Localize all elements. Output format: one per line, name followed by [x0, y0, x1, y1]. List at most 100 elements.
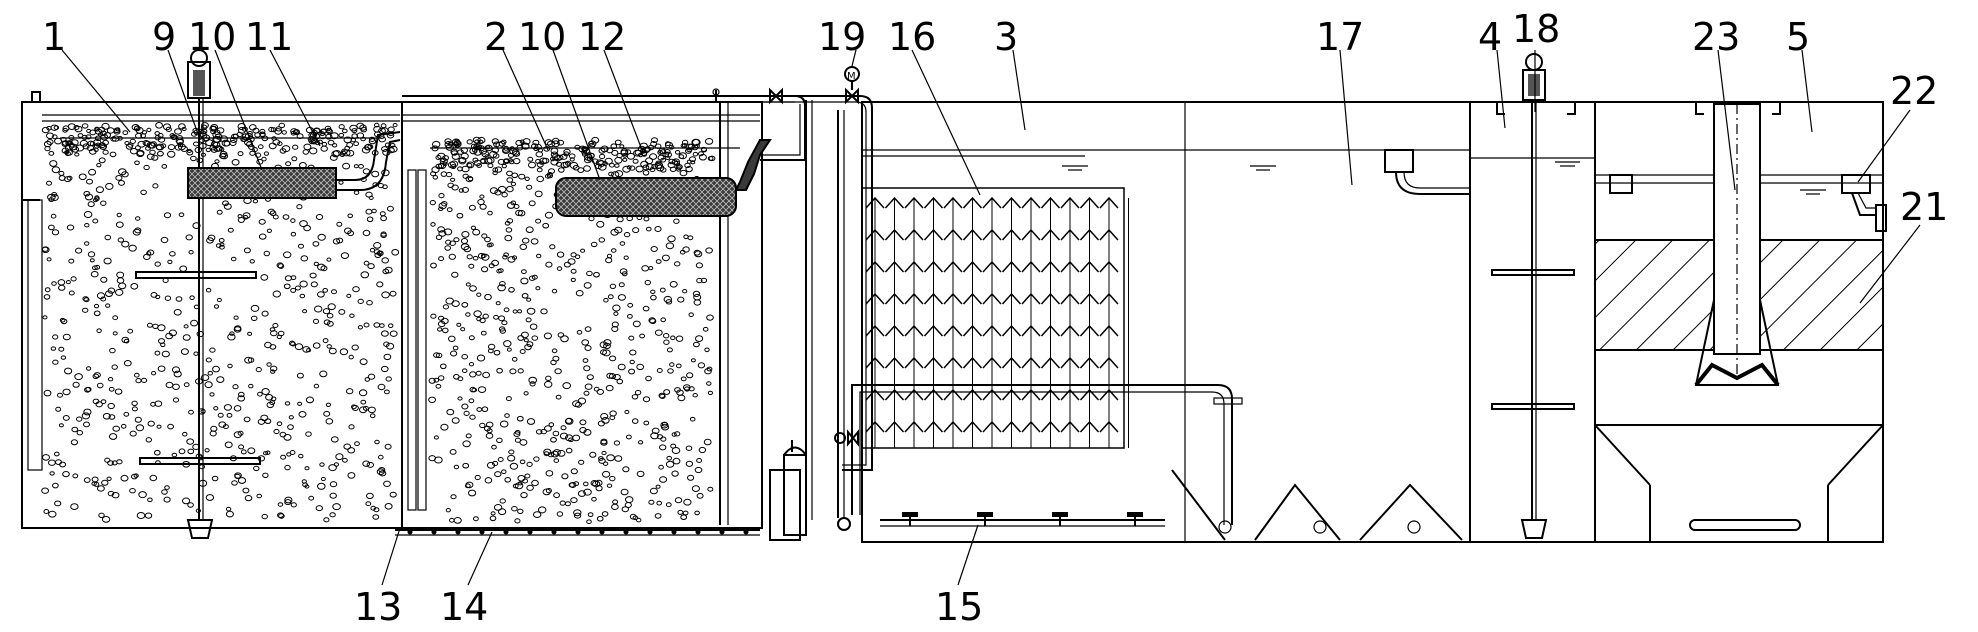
media-particle: [117, 237, 125, 243]
media-particle: [581, 149, 588, 155]
media-particle: [258, 233, 267, 240]
media-particle: [72, 381, 80, 388]
media-particle: [347, 472, 356, 479]
media-particle: [268, 142, 277, 150]
media-particle: [613, 311, 619, 316]
media-particle: [43, 509, 50, 514]
media-particle: [469, 285, 477, 292]
media-particle: [501, 192, 508, 198]
media-particle: [64, 367, 73, 375]
media-particle: [179, 265, 188, 272]
media-particle: [679, 249, 686, 255]
media-particle: [283, 434, 292, 441]
media-particle: [573, 509, 582, 517]
media-particle: [58, 346, 65, 352]
media-particle: [147, 420, 155, 427]
media-particle: [58, 170, 65, 176]
media-particle: [437, 320, 446, 328]
media-particle: [588, 216, 595, 222]
media-particle: [299, 280, 308, 288]
media-particle: [466, 139, 473, 145]
media-particle: [558, 167, 565, 173]
media-particle: [596, 220, 605, 228]
media-particle: [582, 358, 589, 363]
media-particle: [140, 189, 147, 196]
media-particle: [609, 475, 616, 482]
media-particle: [268, 126, 275, 133]
media-particle: [675, 164, 683, 170]
media-particle: [54, 500, 62, 507]
media-particle: [229, 331, 235, 336]
media-particle: [504, 234, 513, 242]
media-particle: [200, 374, 210, 382]
media-particle: [221, 139, 231, 147]
media-particle: [656, 164, 665, 172]
media-particle: [654, 226, 662, 232]
media-particle: [265, 450, 271, 455]
media-particle: [128, 244, 137, 252]
media-particle: [315, 214, 324, 220]
media-particle: [453, 517, 462, 524]
media-particle: [581, 339, 590, 346]
media-particle: [497, 284, 506, 292]
dosing-pump: [769, 100, 813, 541]
media-particle: [386, 342, 395, 350]
media-particle: [83, 421, 90, 428]
media-particle: [431, 166, 440, 174]
media-particle: [193, 351, 199, 356]
media-particle: [83, 297, 90, 303]
media-particle: [474, 474, 481, 481]
media-particle: [351, 404, 357, 410]
media-particle: [359, 124, 367, 131]
media-particle: [682, 384, 691, 391]
media-particle: [296, 372, 304, 379]
media-particle: [201, 122, 209, 129]
media-particle: [178, 448, 186, 455]
media-particle: [389, 290, 397, 297]
media-particle: [185, 234, 193, 241]
media-particle: [353, 164, 359, 169]
media-particle: [169, 133, 176, 138]
media-particle: [135, 424, 145, 432]
media-particle: [335, 453, 344, 461]
media-particle: [383, 353, 392, 361]
media-particle: [433, 435, 439, 440]
media-particle: [60, 355, 67, 360]
media-particle: [347, 213, 354, 219]
media-particle: [68, 258, 75, 264]
media-particle: [496, 367, 503, 374]
media-particle: [371, 208, 377, 214]
media-particle: [123, 411, 130, 417]
media-particle: [465, 175, 474, 183]
media-particle: [205, 139, 214, 147]
media-particle: [182, 497, 191, 505]
media-particle: [66, 175, 73, 181]
media-particle: [270, 365, 278, 372]
media-particle: [234, 325, 242, 332]
aerator-head: [1127, 512, 1143, 517]
media-particle: [312, 127, 321, 135]
media-particle: [209, 392, 215, 397]
media-particle: [622, 157, 628, 162]
media-particle: [438, 256, 445, 262]
media-particle: [333, 462, 339, 467]
media-particle: [169, 251, 176, 257]
media-particle: [112, 315, 119, 321]
label-19: 19: [818, 15, 866, 59]
media-particle: [109, 433, 118, 440]
media-particle: [313, 383, 320, 389]
media-particle: [338, 124, 345, 130]
filter-block-tank-1: [187, 131, 401, 199]
media-particle: [157, 324, 166, 332]
media-particle: [497, 185, 507, 193]
media-particle: [673, 218, 680, 224]
media-particle: [672, 158, 680, 165]
media-particle: [277, 330, 285, 337]
media-particle: [376, 281, 384, 288]
media-particle: [695, 262, 704, 269]
media-particle: [546, 173, 554, 179]
media-particle: [309, 272, 317, 279]
media-particle: [381, 257, 390, 264]
diffuser-nozzle: [647, 529, 653, 535]
